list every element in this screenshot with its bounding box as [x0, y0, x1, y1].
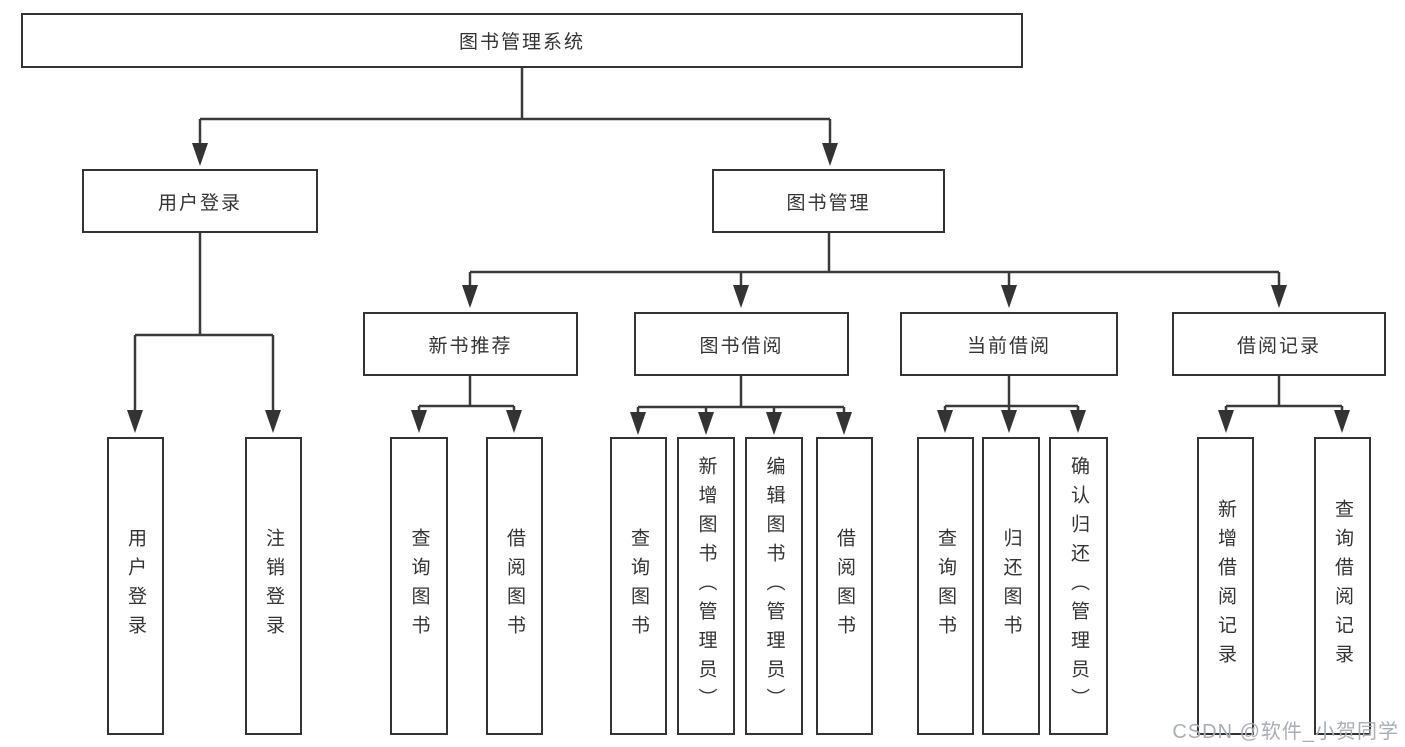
leaf-logout: 注销登录	[245, 437, 302, 735]
arrowheads	[127, 143, 1350, 435]
node-current-borrowing: 当前借阅	[900, 312, 1118, 376]
leaf-add-book-admin: 新增图书（管理员）	[677, 437, 735, 735]
leaf-edit-book-admin: 编辑图书（管理员）	[745, 437, 803, 735]
node-new-book-recommend: 新书推荐	[363, 312, 578, 376]
node-borrow-records: 借阅记录	[1172, 312, 1386, 376]
node-book-borrowing: 图书借阅	[634, 312, 849, 376]
leaf-query-books-current: 查询图书	[917, 437, 974, 735]
leaf-borrow-books-borrowing: 借阅图书	[816, 437, 873, 735]
node-library-system: 图书管理系统	[21, 13, 1023, 68]
leaf-query-borrow-record: 查询借阅记录	[1314, 437, 1371, 735]
watermark: CSDN @软件_小贺同学	[1172, 721, 1399, 743]
leaf-add-borrow-record: 新增借阅记录	[1197, 437, 1254, 735]
leaf-return-books: 归还图书	[982, 437, 1040, 735]
leaf-query-books-borrowing: 查询图书	[610, 437, 667, 735]
leaf-query-books-recommend: 查询图书	[390, 437, 448, 735]
node-user-login: 用户登录	[82, 169, 318, 233]
node-book-management: 图书管理	[712, 169, 945, 233]
leaf-borrow-books-recommend: 借阅图书	[486, 437, 543, 735]
leaf-user-login: 用户登录	[107, 437, 164, 735]
leaf-confirm-return-admin: 确认归还（管理员）	[1049, 437, 1108, 735]
